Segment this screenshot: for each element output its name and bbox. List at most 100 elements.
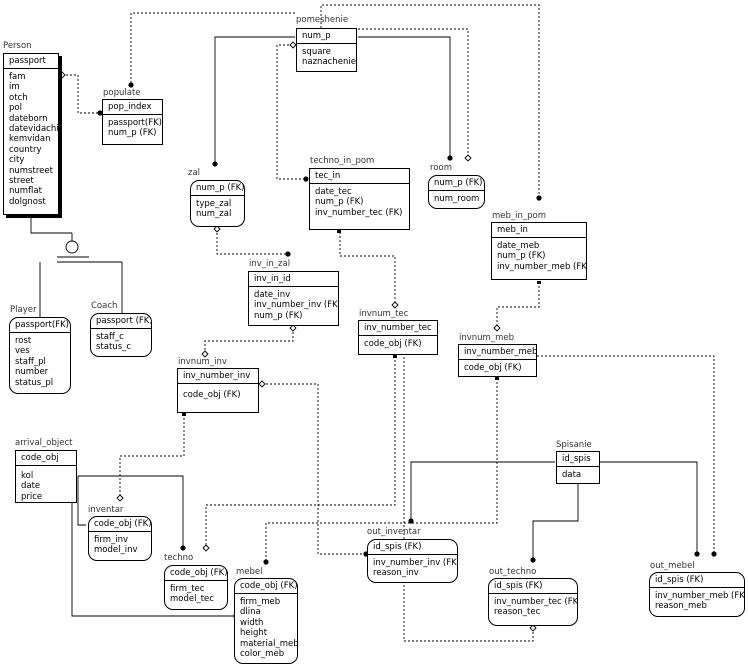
entity-title: Coach xyxy=(91,301,118,311)
attribute: inv_number_meb (FK) xyxy=(497,261,587,272)
rel-zal-inv-in-zal xyxy=(216,229,288,255)
attribute: kol xyxy=(21,471,34,481)
primary-key: passport (FK) xyxy=(91,314,151,329)
attribute: num_zal xyxy=(196,209,232,220)
attribute: color_meb xyxy=(240,649,285,660)
primary-key: num_p (FK) xyxy=(429,176,484,191)
primary-key: num_p (FK) xyxy=(191,181,244,196)
primary-key: code_obj xyxy=(16,451,76,466)
attribute: firm_tec xyxy=(170,584,205,594)
attribute: date_inv xyxy=(254,290,291,300)
attribute: inv_number_meb (FK) xyxy=(655,591,745,601)
attribute: num_room xyxy=(434,194,480,204)
attribute: firm_meb xyxy=(240,597,281,607)
attribute: reason_tec xyxy=(494,607,541,618)
primary-key: code_obj (FK) xyxy=(89,517,151,532)
attribute: code_obj (FK) xyxy=(364,339,422,349)
primary-key: tec_in xyxy=(310,169,409,184)
attribute: material_meb xyxy=(240,638,298,649)
rel-pomeshenie-room xyxy=(358,36,451,158)
rel-spisanie-out-techno xyxy=(532,484,579,560)
attribute: model_tec xyxy=(170,594,214,605)
subtype-circle xyxy=(65,240,79,254)
attribute: model_inv xyxy=(94,545,138,556)
attribute: im xyxy=(9,82,20,93)
attribute: passport(FK) xyxy=(108,118,162,128)
entity-title: populate xyxy=(103,88,141,98)
attribute: reason_inv xyxy=(373,568,419,579)
entity-title: out_techno xyxy=(489,567,537,577)
rel-invnum-inv-out-inventar xyxy=(262,383,366,555)
attribute: inv_number_tec (FK) xyxy=(494,597,578,607)
attribute: num_p (FK) xyxy=(497,251,546,262)
entity-title: Spisanie xyxy=(556,440,592,450)
entity-title: meb_in_pom xyxy=(492,211,547,221)
attribute: date_meb xyxy=(497,241,540,251)
entity-title: zal xyxy=(188,168,201,178)
rel-arrival-techno xyxy=(78,475,184,548)
rel-person-subtype xyxy=(30,215,123,318)
attribute: square xyxy=(302,47,331,57)
rel-pomeshenie-populate xyxy=(130,12,295,85)
attribute: dateborn xyxy=(9,113,48,124)
attribute: numflat xyxy=(9,186,42,197)
attribute: date xyxy=(21,481,41,492)
rel-inv-in-zal-invnum-inv xyxy=(204,328,294,354)
entity-title: invnum_tec xyxy=(359,309,409,319)
attribute: rost xyxy=(15,336,32,346)
attribute: inv_number_tec (FK) xyxy=(315,207,403,218)
attribute: status_c xyxy=(96,342,132,353)
attribute: street xyxy=(9,176,34,187)
primary-key: id_spis (FK) xyxy=(368,540,457,555)
attribute: code_obj (FK) xyxy=(464,363,522,373)
entity-title: out_mebel xyxy=(650,561,695,571)
primary-key: inv_number_meb xyxy=(459,345,536,360)
primary-key: passport xyxy=(4,54,58,69)
entity-title: inv_in_zal xyxy=(249,259,291,269)
rel-meb-in-pom-invnum-meb xyxy=(496,282,540,328)
rel-arrival-inventar xyxy=(77,476,86,526)
rel-pomeshenie-zal xyxy=(214,36,295,164)
attribute: inv_number_inv (FK) xyxy=(373,558,458,568)
attribute: num_p (FK) xyxy=(315,197,364,208)
rel-pomeshenie-room-2 xyxy=(358,28,469,158)
attribute: height xyxy=(240,628,268,639)
attribute: date_tec xyxy=(315,187,352,197)
attribute: price xyxy=(21,491,43,502)
attribute: otch xyxy=(9,92,28,103)
attribute: status_pl xyxy=(15,377,54,388)
rel-spisanie-out-inventar xyxy=(410,461,555,521)
primary-key: id_spis (FK) xyxy=(489,579,577,594)
rel-pomeshenie-meb-in-pom xyxy=(320,4,540,198)
attribute: dlina xyxy=(240,607,261,618)
attribute: num_p (FK) xyxy=(108,128,157,139)
rel-invnum-inv-inventar xyxy=(119,414,185,498)
primary-key: num_p xyxy=(297,29,356,44)
attribute: staff_c xyxy=(96,332,124,342)
primary-key: id_spis xyxy=(557,452,599,467)
attribute: inv_number_inv (FK) xyxy=(254,300,339,311)
rel-person-populate xyxy=(62,74,100,114)
attribute: dolgnost xyxy=(9,196,46,207)
entity-title: techno_in_pom xyxy=(310,156,375,166)
attribute: width xyxy=(240,617,264,628)
attribute: naznachenie xyxy=(302,57,356,68)
entity-title: mebel xyxy=(236,567,263,577)
rel-invnum-meb-mebel xyxy=(265,378,498,562)
entity-title: invnum_meb xyxy=(459,333,514,343)
attribute: datevidachi xyxy=(9,124,59,135)
attribute: firm_inv xyxy=(94,535,129,545)
entity-title: pomeshenie xyxy=(296,15,349,25)
entity-title: room xyxy=(430,163,452,173)
attribute: number xyxy=(15,367,49,378)
primary-key: passport(FK) xyxy=(10,318,70,333)
attribute: numstreet xyxy=(9,165,53,176)
attribute: staff_pl xyxy=(15,356,46,367)
entity-title: arrival_object xyxy=(15,438,73,448)
attribute: code_obj (FK) xyxy=(183,390,241,400)
attribute: data xyxy=(562,470,582,480)
primary-key: pop_index xyxy=(103,100,162,115)
rel-arrival-mebel xyxy=(71,502,236,617)
